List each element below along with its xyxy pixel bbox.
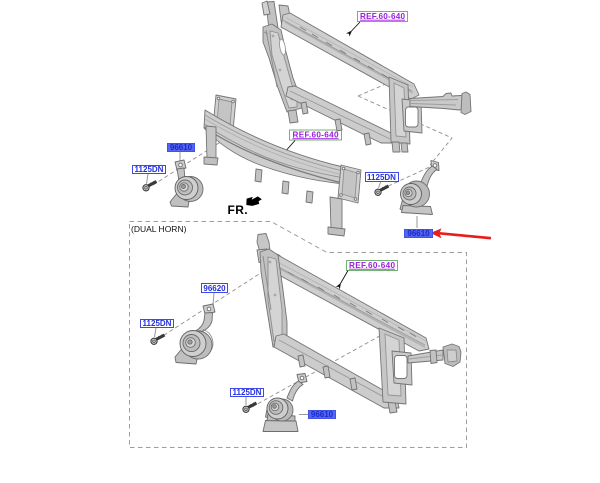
svg-text:REF.60-640: REF.60-640 — [293, 131, 339, 140]
svg-text:REF.60-640: REF.60-640 — [360, 12, 405, 21]
svg-text:REF.60-640: REF.60-640 — [349, 261, 395, 270]
